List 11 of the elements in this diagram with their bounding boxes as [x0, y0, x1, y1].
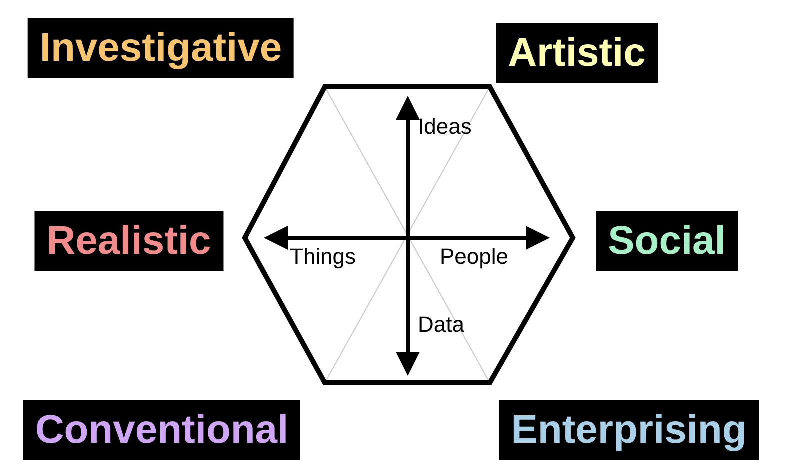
- axis-label: Data: [418, 314, 464, 336]
- axis-label: Things: [290, 246, 356, 268]
- axis-label: People: [440, 246, 509, 268]
- category-label: Conventional: [23, 400, 301, 460]
- category-label: Artistic: [496, 23, 658, 83]
- category-label: Social: [596, 211, 738, 271]
- hexagon-outline: [242, 84, 576, 386]
- category-label: Enterprising: [499, 400, 759, 460]
- category-label: Investigative: [28, 18, 294, 78]
- axis-label: Ideas: [418, 116, 472, 138]
- category-label: Realistic: [34, 211, 224, 271]
